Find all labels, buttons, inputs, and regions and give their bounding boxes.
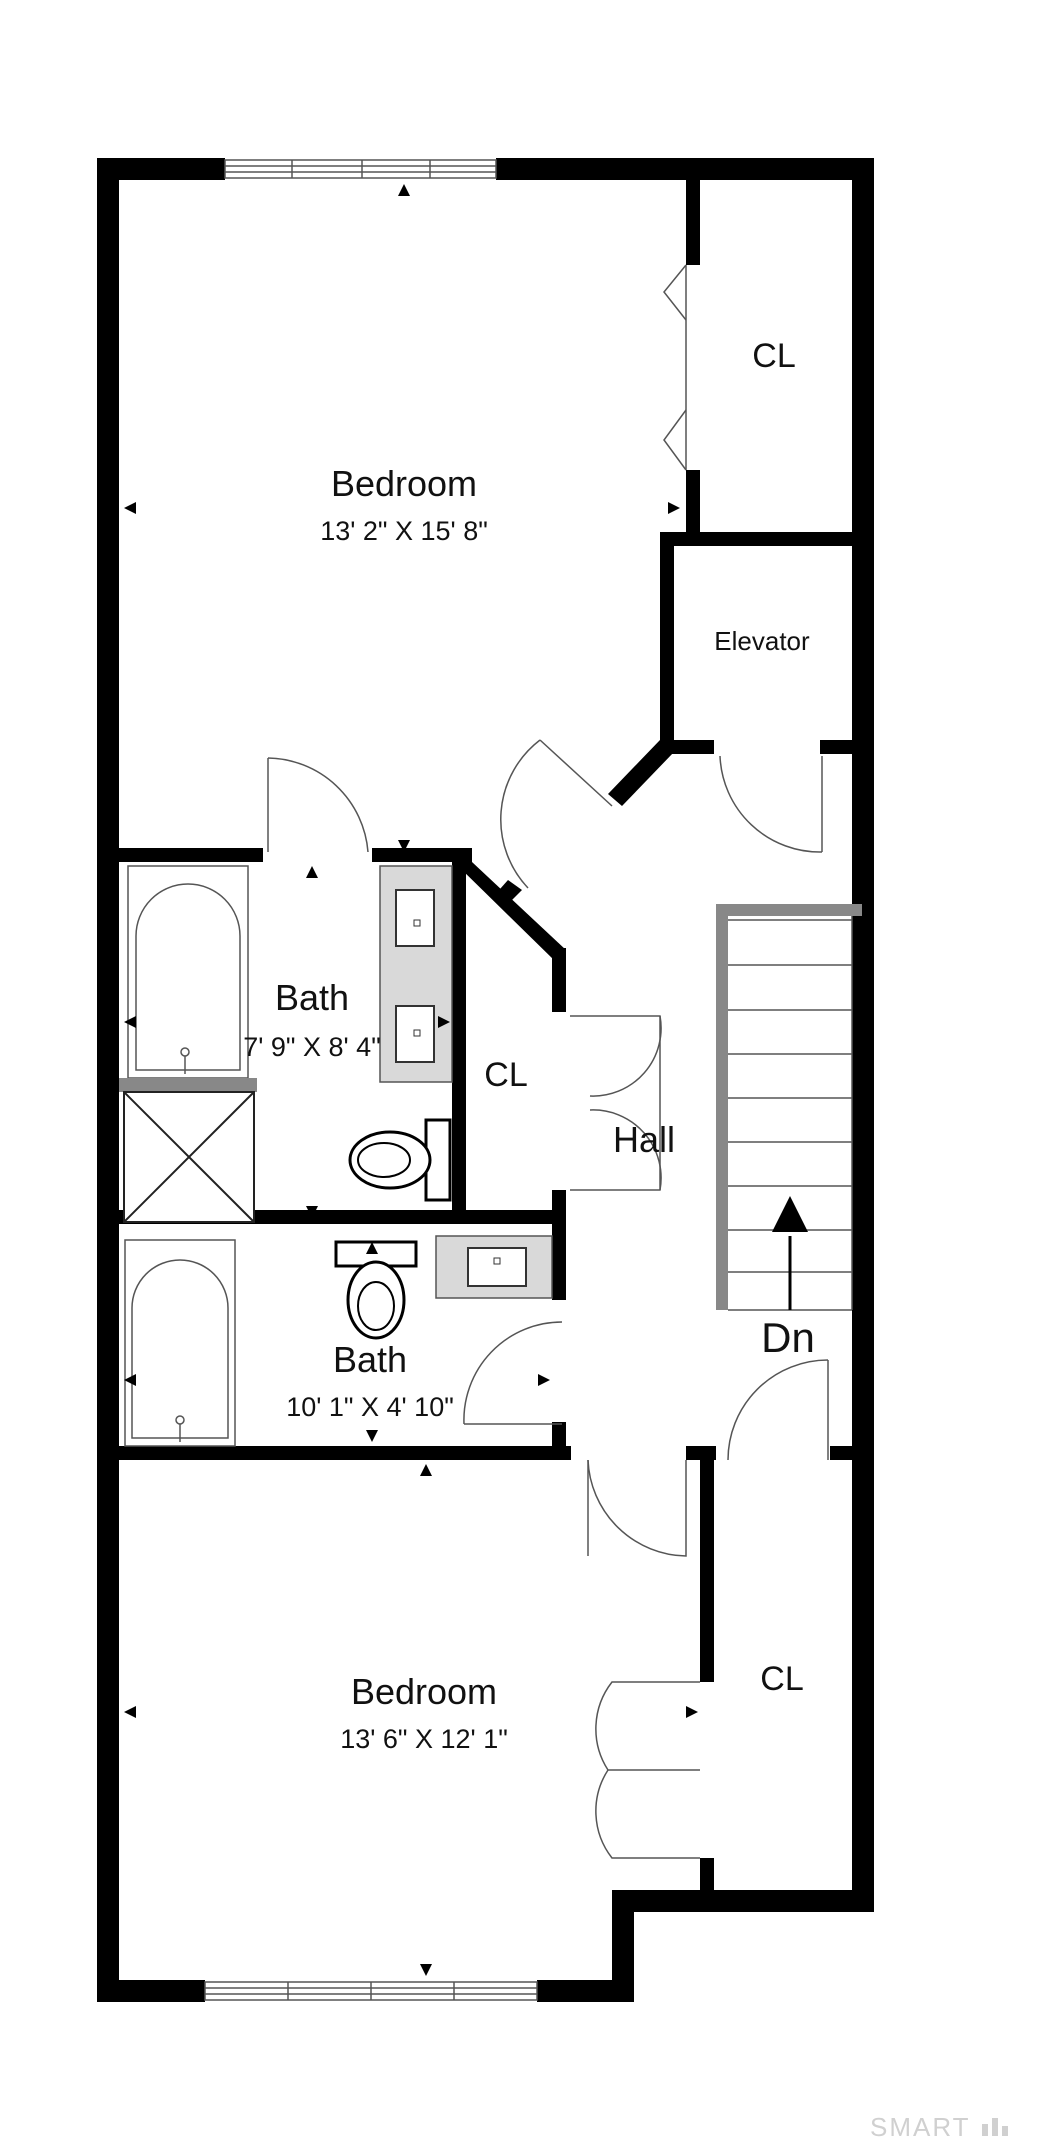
room-label-bath-lower: Bath — [333, 1339, 407, 1380]
exterior-walls — [97, 158, 874, 2002]
sink-icon — [379, 865, 453, 1083]
watermark-text: SMART — [870, 2112, 971, 2142]
dimension-markers — [124, 184, 698, 1976]
room-dims-bath-lower: 10' 1" X 4' 10" — [286, 1392, 454, 1422]
sink-icon — [435, 1235, 553, 1299]
stairs-label: Dn — [761, 1314, 815, 1361]
room-label-hall: Hall — [613, 1119, 675, 1160]
room-dims-bedroom-bottom: 13' 6" X 12' 1" — [340, 1724, 508, 1754]
window-icon — [224, 159, 497, 179]
room-label-closet-top: CL — [752, 337, 795, 375]
watermark-logo: SMART — [870, 2112, 1008, 2142]
toilet-icon — [348, 1118, 452, 1202]
room-dims-bedroom-top: 13' 2" X 15' 8" — [320, 516, 488, 546]
toilet-icon — [334, 1240, 418, 1340]
room-dims-bath-upper: 7' 9" X 8' 4" — [243, 1032, 381, 1062]
stairs-icon — [716, 904, 862, 1311]
room-label-closet-mid: CL — [484, 1056, 527, 1094]
door-swing-icon — [267, 264, 829, 1859]
room-label-closet-bottom: CL — [760, 1660, 803, 1698]
shower-icon — [119, 1078, 257, 1223]
room-label-bedroom-bottom: Bedroom — [351, 1671, 497, 1712]
bathtub-icon — [124, 1239, 236, 1447]
bathtub-icon — [127, 865, 249, 1079]
room-label-elevator: Elevator — [714, 626, 810, 656]
window-icon — [204, 1981, 538, 2001]
room-label-bedroom-top: Bedroom — [331, 463, 477, 504]
room-label-bath-upper: Bath — [275, 977, 349, 1018]
